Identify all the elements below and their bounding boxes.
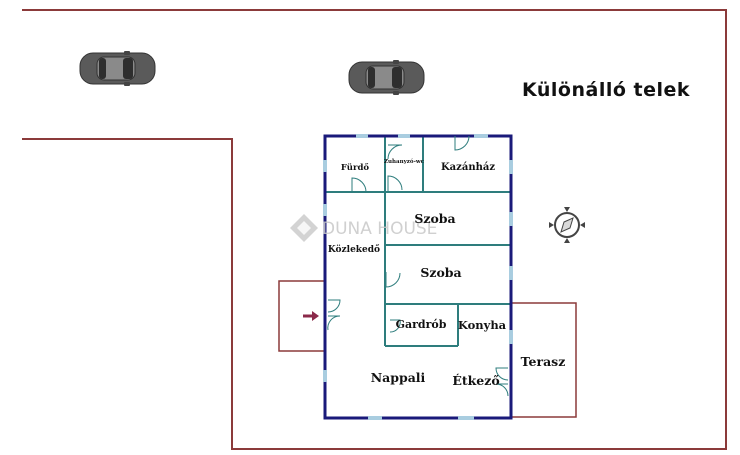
duna-house-logo-icon (290, 214, 318, 242)
windows (323, 134, 513, 420)
watermark-text: DUNA HOUSE (322, 219, 437, 239)
car-icon (348, 60, 425, 95)
room-label-nappali: Nappali (371, 370, 426, 385)
room-label-kazanhaz: Kazánház (441, 162, 495, 173)
room-label-gardrob: Gardrób (396, 318, 447, 331)
entrance-porch (278, 280, 325, 352)
door-swings (327, 135, 509, 397)
plot-boundary (22, 9, 727, 450)
entrance-arrow-icon (303, 311, 319, 321)
room-label-konyha: Konyha (458, 318, 507, 332)
plot-title: Különálló telek (522, 79, 690, 101)
terrace-outline (511, 302, 577, 418)
compass-icon (549, 207, 585, 243)
room-label-furdo: Fürdő (341, 162, 369, 173)
room-label-zuhanyzo-wc: Zuhanyzó-wc (384, 158, 425, 165)
room-label-terasz: Terasz (521, 354, 566, 369)
room-label-etkezo: Étkező (452, 373, 499, 388)
inner-walls (325, 136, 511, 347)
room-label-kozlekedo: Közlekedő (328, 244, 380, 255)
room-label-szoba-2: Szoba (420, 265, 461, 280)
room-label-szoba-1: Szoba (414, 211, 455, 226)
car-icon (79, 51, 156, 86)
